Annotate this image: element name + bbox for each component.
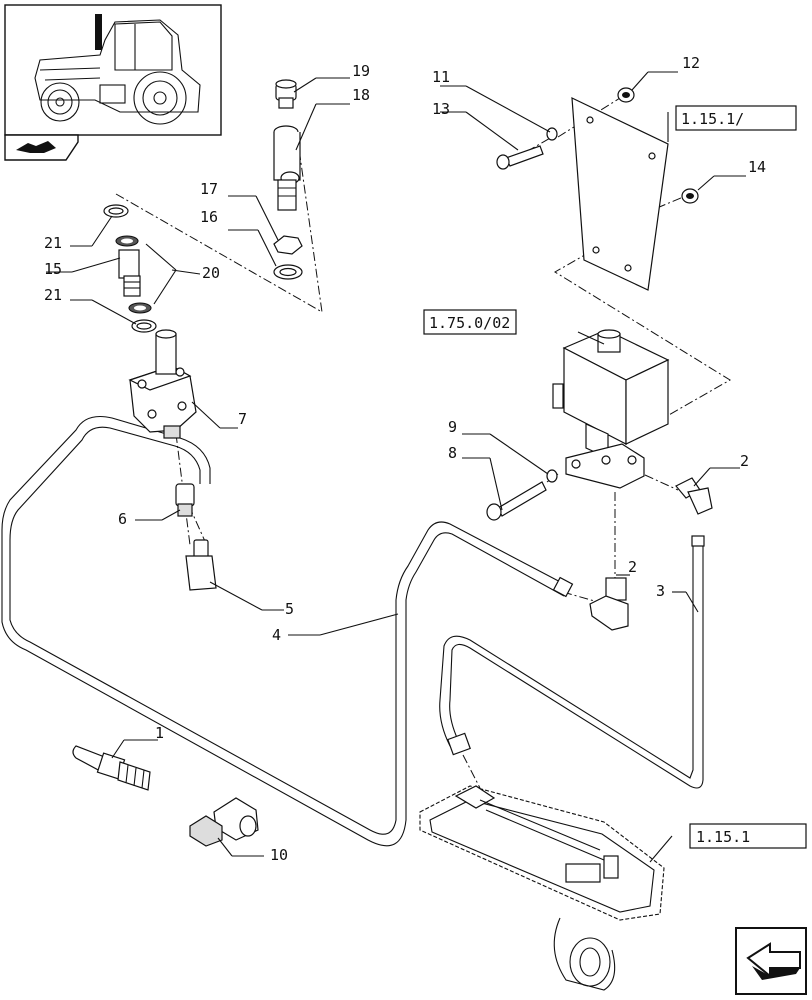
reference-box-3[interactable]: 1.15.1 [689,823,807,849]
callout-2-lower: 2 [628,558,637,576]
callout-18: 18 [352,86,370,104]
callout-11: 11 [432,68,450,86]
part-2-upper-elbow [675,477,713,515]
ref-2-label: 1.75.0/02 [429,314,510,332]
callout-9: 9 [448,418,457,436]
callout-labels: 1 2 2 3 4 5 6 7 8 9 10 11 12 13 14 15 16… [44,54,766,864]
reference-box-1[interactable]: 1.15.1/ [675,105,797,131]
callout-13: 13 [432,100,450,118]
hose-4-end-fitting [552,576,574,598]
leader-lines [46,71,746,863]
callout-12: 12 [682,54,700,72]
ref-3-label: 1.15.1 [696,828,750,846]
part-9-washer [546,469,558,483]
part-21-lower-washer [131,319,157,333]
part-7-valve-block [128,329,197,439]
lower-assembly [419,785,665,991]
callout-21-upper: 21 [44,234,62,252]
hose-4 [1,415,569,847]
hose-3-end-fitting [447,732,471,756]
callout-3: 3 [656,582,665,600]
section-shape-icon [4,134,79,161]
callout-6: 6 [118,510,127,528]
tractor-thumbnail-icon [4,4,222,136]
part-8-bolt [486,481,547,521]
part-18-union [273,125,301,211]
part-1-fitting [72,745,151,791]
next-page-arrow-icon[interactable] [735,927,807,995]
callout-21-lower: 21 [44,286,62,304]
callout-15: 15 [44,260,62,278]
part-20-lower-oring [128,302,152,314]
part-10-clip [189,797,259,847]
callout-8: 8 [448,444,457,462]
part-bracket-plate [571,97,669,291]
part-21-upper-washer [103,204,129,218]
callout-20: 20 [202,264,220,282]
callout-19: 19 [352,62,370,80]
part-17-nut [273,235,303,255]
callout-10: 10 [270,846,288,864]
part-19-cap [275,79,297,109]
reference-box-2[interactable]: 1.75.0/02 [423,309,517,335]
part-13-screw [496,145,544,170]
part-12-nut [617,87,635,103]
hose-3 [439,535,705,789]
callout-7: 7 [238,410,247,428]
part-20-upper-oring [115,235,139,247]
callout-14: 14 [748,158,766,176]
part-6-connector [175,483,195,517]
part-14-nut [681,188,699,204]
ref-1-label: 1.15.1/ [681,110,744,128]
callout-5: 5 [285,600,294,618]
callout-1: 1 [155,724,164,742]
solenoid-valve [552,329,670,489]
callout-17: 17 [200,180,218,198]
part-2-lower-elbow [589,577,629,631]
part-16-washer [273,264,303,280]
callout-2-upper: 2 [740,452,749,470]
part-15-adapter [118,249,141,297]
part-11-washer [546,127,558,141]
callout-16: 16 [200,208,218,226]
callout-4: 4 [272,626,281,644]
part-5-plug [185,539,217,591]
